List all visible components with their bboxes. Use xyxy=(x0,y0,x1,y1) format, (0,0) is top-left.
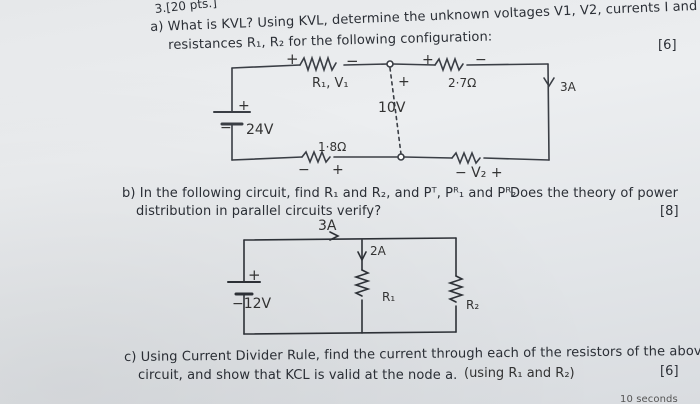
wire-bottom-left xyxy=(231,156,303,161)
r3-plus-sign: + xyxy=(332,162,344,178)
r3-minus-sign: − xyxy=(298,162,310,178)
resistor-r1-b xyxy=(353,269,371,297)
resistor-r3-zigzag xyxy=(301,149,331,165)
r2-label-b: R₂ xyxy=(466,298,480,312)
r3-label: 1·8Ω xyxy=(318,140,347,154)
question-a-marks: [6] xyxy=(658,38,677,53)
battery-24v-plus: + xyxy=(238,98,250,114)
current-3a-label-b: 3A xyxy=(318,218,337,234)
wire-top-right xyxy=(466,63,549,66)
current-arrow-2a xyxy=(357,251,367,262)
resistor-v2-zigzag xyxy=(451,150,481,166)
question-c-handwritten-note: (using R₁ and R₂) xyxy=(464,366,575,381)
battery-12v-plus: + xyxy=(248,266,261,284)
resistor-r2-zigzag xyxy=(434,56,464,73)
question-c-line2: circuit, and show that KCL is valid at t… xyxy=(138,368,458,383)
r1-label: R₁, V₁ xyxy=(312,76,349,91)
cutoff-text: 10 seconds xyxy=(620,394,678,404)
r1-label-b: R₁ xyxy=(382,290,396,304)
resistor-r1-zigzag xyxy=(299,55,337,73)
question-b-line2: distribution in parallel circuits verify… xyxy=(136,204,382,219)
r2-label: 2·7Ω xyxy=(448,76,477,90)
source-10v-plus: + xyxy=(398,74,410,90)
r1-plus-sign: + xyxy=(286,50,299,68)
r2-plus-sign: + xyxy=(422,52,434,68)
source-10v-label: 10V xyxy=(378,100,406,116)
battery-24v-minus: − xyxy=(220,120,232,136)
r2-minus-sign: − xyxy=(475,52,487,68)
current-arrow-3a xyxy=(543,77,555,88)
current-3a-label: 3A xyxy=(560,80,576,94)
question-b-marks: [8] xyxy=(660,204,679,219)
wire-top-b xyxy=(243,237,457,241)
battery-24v-label: 24V xyxy=(246,122,274,138)
wire-top-left xyxy=(231,64,301,69)
r1-minus-sign: − xyxy=(346,52,359,70)
question-b-line1: b) In the following circuit, find R₁ and… xyxy=(122,186,517,201)
wire-bottom-b xyxy=(243,331,457,335)
current-2a-label: 2A xyxy=(370,244,386,258)
wire-right xyxy=(547,63,550,161)
v2-label: − V₂ + xyxy=(455,165,503,181)
battery-12v-label: −12V xyxy=(232,296,272,312)
wire-bottom-right xyxy=(483,157,550,161)
resistor-r2-b xyxy=(447,275,465,303)
question-b-side-text: Does the theory of power xyxy=(510,186,679,201)
wire-top-mid xyxy=(343,63,389,66)
source-10v-dashed xyxy=(389,67,402,155)
question-c-marks: [6] xyxy=(660,364,679,379)
current-arrow-3a-b xyxy=(329,231,340,241)
